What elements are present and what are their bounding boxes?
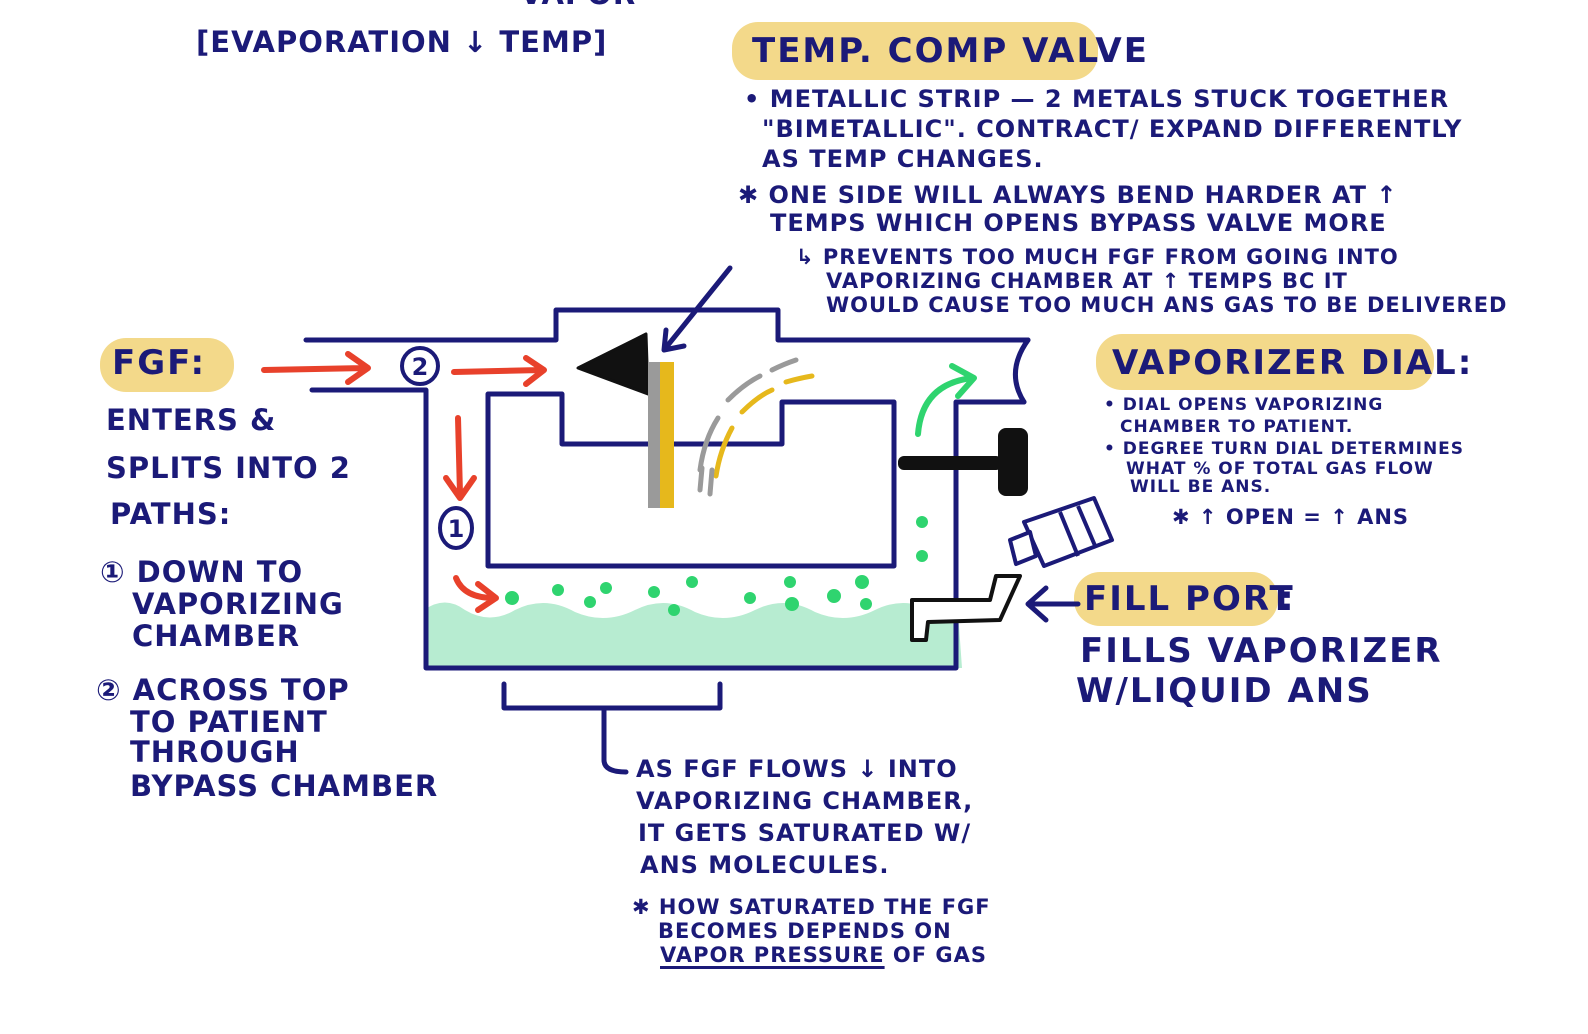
vapor-pressure-text: VAPOR PRESSURE xyxy=(660,943,885,967)
fgf-path1-line-3: CHAMBER xyxy=(132,619,301,653)
outlet-curve xyxy=(1012,337,1031,405)
temp-comp-valve-highlight xyxy=(732,22,1098,80)
valve-cone xyxy=(576,332,650,396)
dial-line-5: WILL BE ANS. xyxy=(1130,477,1272,497)
fill-port-colon: : xyxy=(1280,579,1296,619)
down-arrow xyxy=(443,415,477,501)
bimetal-strip-gray xyxy=(648,362,660,508)
fgf-highlight xyxy=(100,338,234,392)
inlet-bottom-wall xyxy=(309,387,1027,671)
liquid-anesthetic xyxy=(424,602,962,668)
marker-2-label: 2 xyxy=(412,353,429,381)
dial-line-3: • DEGREE TURN DIAL DETERMINES xyxy=(1104,439,1465,459)
fgf-in-arrow xyxy=(261,351,371,385)
outflow-arrow xyxy=(915,363,977,437)
vaporizer-dial-highlight xyxy=(1096,334,1434,390)
bend-dashes-gray-lower xyxy=(697,465,715,497)
fgf-path2-line-4: BYPASS CHAMBER xyxy=(130,769,439,803)
dial-line-4: WHAT % OF TOTAL GAS FLOW xyxy=(1126,459,1434,479)
top-cutoff-text: VAPOR xyxy=(520,0,636,10)
bend-dashes-gold xyxy=(713,373,815,479)
fgf-desc-3: PATHS: xyxy=(110,497,232,531)
marker-1-circle xyxy=(438,506,474,550)
fgf-path2-line-1: ② ACROSS TOP xyxy=(96,673,350,707)
dial-line-2: CHAMBER TO PATIENT. xyxy=(1120,417,1354,437)
fill-port-desc-1: FILLS VAPORIZER xyxy=(1080,631,1443,671)
bypass-arrow xyxy=(451,355,547,387)
dial-note: ✱ ↑ OPEN = ↑ ANS xyxy=(1172,505,1410,529)
fgf-path1-line-1: ① DOWN TO xyxy=(100,555,304,589)
marker-2-circle xyxy=(400,346,440,386)
bimetal-strip-gold xyxy=(660,362,674,508)
of-gas-text: OF GAS xyxy=(884,943,988,967)
fill-port-desc-2: W/LIQUID ANS xyxy=(1076,671,1373,711)
marker-1-label: 1 xyxy=(448,515,465,543)
fgf-path2-line-2: TO PATIENT xyxy=(130,705,328,739)
bottom-star-line-1: ✱ HOW SATURATED THE FGF xyxy=(632,895,991,919)
inlet-top-wall xyxy=(303,307,1031,343)
bottom-note-line-4: ANS MOLECULES. xyxy=(640,851,890,879)
into-chamber-arrow xyxy=(453,575,499,613)
bottom-star-line-2: BECOMES DEPENDS ON xyxy=(658,919,952,943)
valve-pointer-arrow xyxy=(661,265,733,353)
inner-chamber-wall xyxy=(485,391,897,569)
fill-port xyxy=(910,574,1022,642)
valve-line-3: AS TEMP CHANGES. xyxy=(762,145,1044,173)
bottom-bracket xyxy=(501,681,723,775)
vaporizer-dial-knob xyxy=(898,428,1028,496)
fgf-desc-1: ENTERS & xyxy=(106,403,277,437)
ans-molecules xyxy=(505,516,928,616)
valve-line-2: "BIMETALLIC". CONTRACT/ EXPAND DIFFERENT… xyxy=(762,115,1463,143)
dial-line-1: • DIAL OPENS VAPORIZING xyxy=(1104,395,1384,415)
valve-note-line-2: TEMPS WHICH OPENS BYPASS VALVE MORE xyxy=(770,209,1387,237)
fill-bottle xyxy=(1008,496,1114,568)
valve-subnote-line-1: ↳ PREVENTS TOO MUCH FGF FROM GOING INTO xyxy=(796,245,1399,269)
fill-port-title: FILL PORT xyxy=(1084,579,1295,619)
fgf-path2-line-3: THROUGH xyxy=(130,735,300,769)
vaporizer-dial-title: VAPORIZER DIAL: xyxy=(1112,343,1474,383)
fill-port-arrow xyxy=(1025,585,1081,623)
bend-dashes-gray xyxy=(697,357,799,473)
fgf-desc-2: SPLITS INTO 2 xyxy=(106,451,351,485)
top-subtitle: [EVAPORATION ↓ TEMP] xyxy=(196,25,608,59)
valve-line-1: • METALLIC STRIP — 2 METALS STUCK TOGETH… xyxy=(744,85,1450,113)
bottom-star-line-3: VAPOR PRESSURE OF GAS xyxy=(660,943,988,968)
valve-note-line-1: ✱ ONE SIDE WILL ALWAYS BEND HARDER AT ↑ xyxy=(738,181,1398,209)
bottom-note-line-2: VAPORIZING CHAMBER, xyxy=(636,787,974,815)
fill-port-highlight xyxy=(1074,572,1278,626)
bottom-note-line-3: IT GETS SATURATED W/ xyxy=(638,819,972,847)
valve-subnote-line-2: VAPORIZING CHAMBER AT ↑ TEMPS BC IT xyxy=(826,269,1348,293)
valve-subnote-line-3: WOULD CAUSE TOO MUCH ANS GAS TO BE DELIV… xyxy=(826,293,1508,317)
fgf-title: FGF: xyxy=(112,343,207,383)
fgf-path1-line-2: VAPORIZING xyxy=(132,587,344,621)
bottom-note-line-1: AS FGF FLOWS ↓ INTO xyxy=(636,755,958,783)
temp-comp-valve-title: TEMP. COMP VALVE xyxy=(752,31,1149,71)
